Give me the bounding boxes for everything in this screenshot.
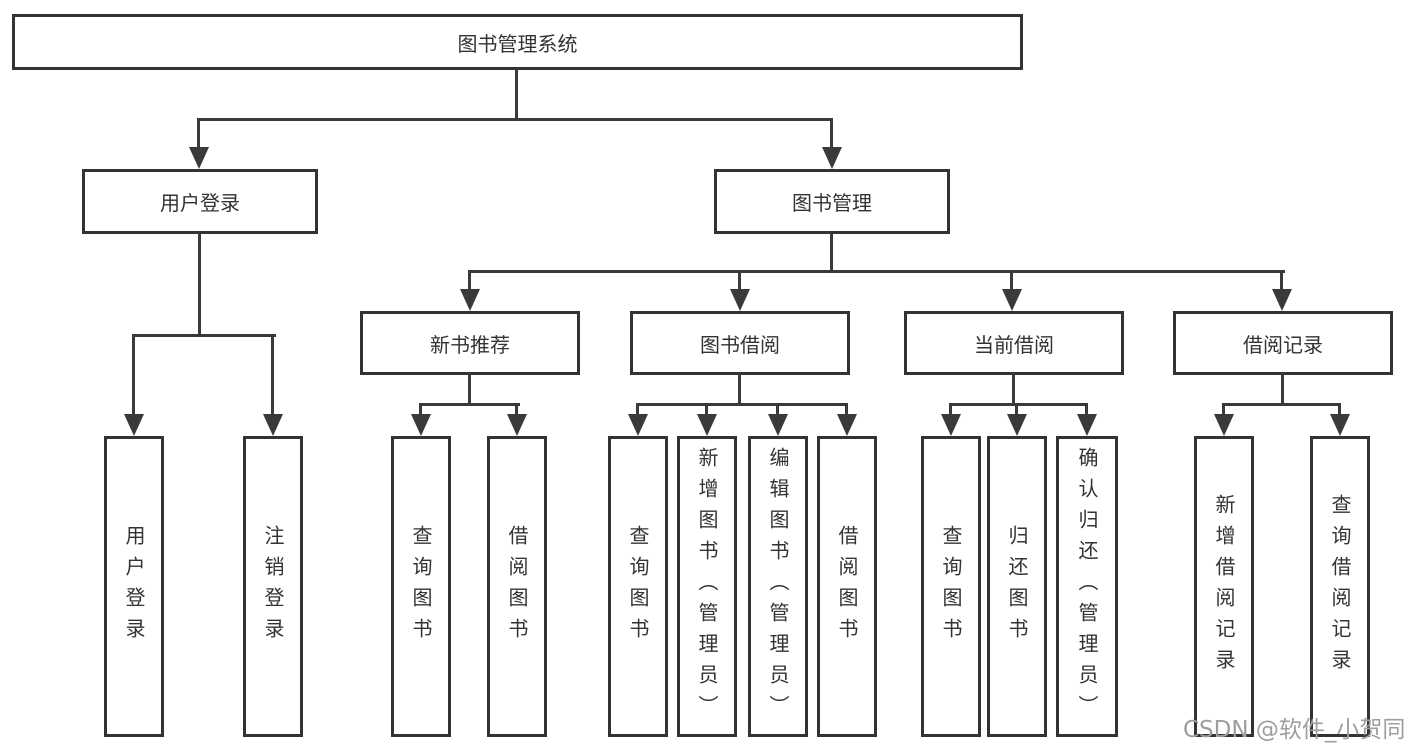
connector-stub xyxy=(636,405,639,415)
connector-stub-borrow-records xyxy=(1280,272,1283,290)
connector-stub xyxy=(1085,405,1088,415)
arrowhead-down-icon xyxy=(1214,414,1234,436)
connector-stub-logout xyxy=(271,336,274,414)
arrowhead-down-icon xyxy=(628,414,648,436)
leaf-user-login: 用户登录 xyxy=(104,436,164,737)
connector-stub-book-borrow xyxy=(738,272,741,290)
watermark: CSDN @软件_小贺同学 xyxy=(1183,717,1405,743)
connector-stub xyxy=(776,405,779,415)
leaf-borrow-books-recommend: 借阅图书 xyxy=(487,436,547,737)
leaf-add-borrow-record: 新增借阅记录 xyxy=(1194,436,1254,737)
connector-recommend-split xyxy=(419,403,520,406)
leaf-logout: 注销登录 xyxy=(243,436,303,737)
arrowhead-down-icon xyxy=(460,289,480,311)
arrowhead-down-icon xyxy=(1077,414,1097,436)
arrowhead-down-icon xyxy=(1330,414,1350,436)
connector-stub xyxy=(1222,405,1225,415)
arrowhead-down-icon xyxy=(1272,289,1292,311)
arrowhead-down-icon xyxy=(941,414,961,436)
connector-borrow-split xyxy=(636,403,848,406)
arrowhead-down-icon xyxy=(189,147,209,169)
connector-records-drop xyxy=(1281,373,1284,406)
arrowhead-down-icon xyxy=(730,289,750,311)
leaf-edit-books-admin: 编辑图书（管理员） xyxy=(748,436,808,737)
arrowhead-down-icon xyxy=(837,414,857,436)
node-new-book-recommendation: 新书推荐 xyxy=(360,311,580,375)
connector-stub-user-login xyxy=(197,119,200,149)
connector-stub xyxy=(419,405,422,415)
node-current-borrowing: 当前借阅 xyxy=(904,311,1124,375)
connector-current-split xyxy=(949,403,1088,406)
leaf-return-books: 归还图书 xyxy=(987,436,1047,737)
connector-stub xyxy=(515,405,518,415)
arrowhead-down-icon xyxy=(1007,414,1027,436)
leaf-query-books-borrowing: 查询图书 xyxy=(608,436,668,737)
leaf-query-borrow-record: 查询借阅记录 xyxy=(1310,436,1370,737)
leaf-add-books-admin: 新增图书（管理员） xyxy=(677,436,737,737)
connector-user-login-split xyxy=(132,334,276,337)
connector-stub-login xyxy=(132,336,135,414)
arrowhead-down-icon xyxy=(507,414,527,436)
leaf-borrow-books: 借阅图书 xyxy=(817,436,877,737)
connector-book-management-split xyxy=(468,270,1285,273)
connector-borrow-drop xyxy=(738,373,741,406)
arrowhead-down-icon xyxy=(124,414,144,436)
node-book-borrowing: 图书借阅 xyxy=(630,311,850,375)
connector-stub xyxy=(1338,405,1341,415)
arrowhead-down-icon xyxy=(411,414,431,436)
arrowhead-down-icon xyxy=(697,414,717,436)
connector-stub-current-borrow xyxy=(1010,272,1013,290)
connector-stub-new-book xyxy=(468,272,471,290)
arrowhead-down-icon xyxy=(822,147,842,169)
arrowhead-down-icon xyxy=(768,414,788,436)
connector-stub-book-management xyxy=(830,119,833,149)
arrowhead-down-icon xyxy=(1002,289,1022,311)
connector-recommend-drop xyxy=(468,373,471,406)
connector-root-split xyxy=(197,118,833,121)
connector-book-management-drop xyxy=(830,233,833,273)
connector-records-split xyxy=(1222,403,1341,406)
node-user-login: 用户登录 xyxy=(82,169,318,234)
connector-stub xyxy=(1015,405,1018,415)
connector-stub xyxy=(705,405,708,415)
node-borrowing-records: 借阅记录 xyxy=(1173,311,1393,375)
leaf-query-books-current: 查询图书 xyxy=(921,436,981,737)
node-book-management: 图书管理 xyxy=(714,169,950,234)
node-library-management-system: 图书管理系统 xyxy=(12,14,1023,70)
connector-root-drop xyxy=(515,69,518,120)
leaf-confirm-return-admin: 确认归还（管理员） xyxy=(1056,436,1118,737)
leaf-query-books-recommend: 查询图书 xyxy=(391,436,451,737)
arrowhead-down-icon xyxy=(263,414,283,436)
connector-stub xyxy=(949,405,952,415)
connector-user-login-drop xyxy=(198,233,201,337)
connector-current-drop xyxy=(1012,373,1015,406)
connector-stub xyxy=(845,405,848,415)
